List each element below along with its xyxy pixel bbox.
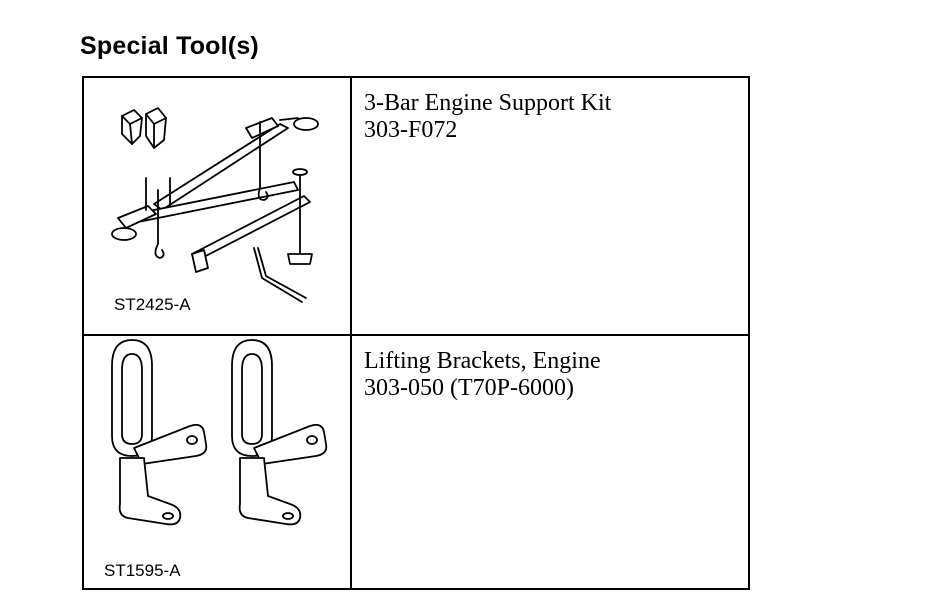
tool-illustration-cell: ST1595-A [84,336,352,590]
tool-number: 303-050 (T70P-6000) [364,375,574,401]
tool-row: ST1595-A Lifting Brackets, Engine 303-05… [84,336,748,590]
tool-number: 303-F072 [364,117,458,143]
tool-description-cell: Lifting Brackets, Engine 303-050 (T70P-6… [352,336,748,590]
engine-support-kit-icon [111,107,319,303]
tool-name: Lifting Brackets, Engine [364,348,601,374]
illustration-code: ST1595-A [104,561,181,580]
tool-name: 3-Bar Engine Support Kit [364,90,612,116]
special-tools-table: ST2425-A 3-Bar Engine Support Kit 303-F0… [82,76,750,590]
illustration-code: ST2425-A [114,295,191,314]
tool-description-cell: 3-Bar Engine Support Kit 303-F072 [352,78,748,334]
tool-illustration-cell: ST2425-A [84,78,352,334]
lifting-brackets-icon [111,339,328,526]
page-title: Special Tool(s) [80,32,259,60]
tool-row: ST2425-A 3-Bar Engine Support Kit 303-F0… [84,78,748,336]
